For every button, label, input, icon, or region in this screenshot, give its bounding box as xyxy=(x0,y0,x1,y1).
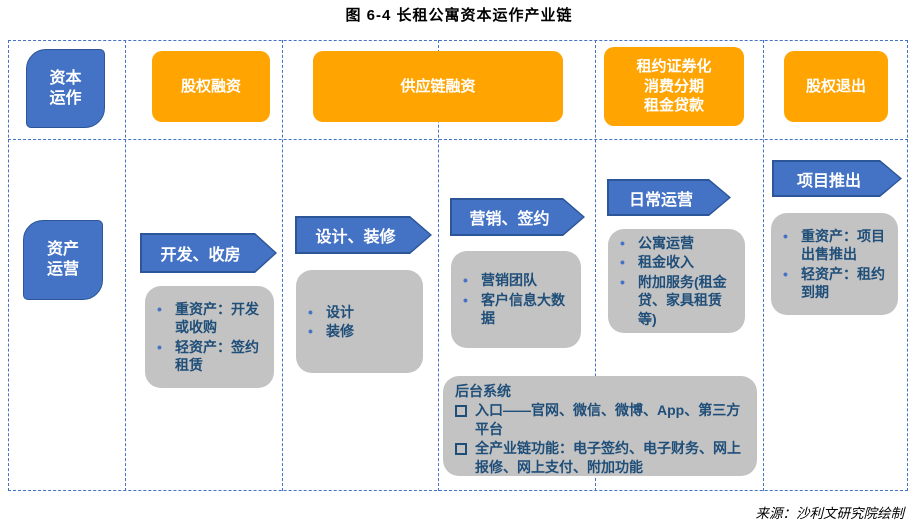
stage-arrow-label: 日常运营 xyxy=(609,181,729,214)
stage-arrow-design: 设计、装修 xyxy=(295,216,432,254)
capital-stage-equity-exit: 股权退出 xyxy=(784,51,888,122)
stage-arrow-marketing: 营销、签约 xyxy=(450,198,585,236)
stage-arrow-daily-operation: 日常运营 xyxy=(607,179,731,216)
backend-item: 全产业链功能：电子签约、电子财务、网上报修、网上支付、附加功能 xyxy=(453,439,749,476)
column-divider-1 xyxy=(125,40,126,491)
bullet-item: 轻资产：签约租赁 xyxy=(150,338,269,375)
stage-arrow-development: 开发、收房 xyxy=(140,233,277,273)
diagram-border xyxy=(8,40,908,491)
detail-box-project-exit: 重资产：项目出售推出 轻资产：租约到期 xyxy=(771,213,898,315)
bullet-item: 重资产：项目出售推出 xyxy=(776,227,893,264)
backend-item-list: 入口——官网、微信、微博、App、第三方平台 全产业链功能：电子签约、电子财务、… xyxy=(453,401,749,476)
figure-title: 图 6-4 长租公寓资本运作产业链 xyxy=(345,7,573,24)
detail-box-marketing: 营销团队 客户信息大数据 xyxy=(451,251,581,348)
stage-arrow-label: 设计、装修 xyxy=(297,218,430,252)
column-divider-5 xyxy=(763,40,764,491)
bullet-item: 重资产：开发或收购 xyxy=(150,300,269,337)
bullet-list: 营销团队 客户信息大数据 xyxy=(456,270,576,328)
column-divider-4 xyxy=(595,40,596,491)
capital-stage-securitization: 租约证券化 消费分期 租金贷款 xyxy=(604,47,744,126)
bullet-item: 租金收入 xyxy=(613,253,740,272)
backend-system-title: 后台系统 xyxy=(455,383,511,399)
bullet-item: 设计 xyxy=(301,303,418,322)
bullet-item: 客户信息大数据 xyxy=(456,291,576,328)
row-divider xyxy=(8,139,908,140)
backend-system-box: 后台系统 入口——官网、微信、微博、App、第三方平台 全产业链功能：电子签约、… xyxy=(443,376,757,476)
bullet-item: 轻资产：租约到期 xyxy=(776,265,893,302)
capital-stage-supply-chain-financing: 供应链融资 xyxy=(313,51,563,122)
bullet-item: 装修 xyxy=(301,322,418,341)
column-divider-2 xyxy=(282,40,283,491)
bullet-list: 公寓运营 租金收入 附加服务(租金贷、家具租赁等) xyxy=(613,233,740,329)
detail-box-development: 重资产：开发或收购 轻资产：签约租赁 xyxy=(145,286,274,388)
bullet-list: 重资产：开发或收购 轻资产：签约租赁 xyxy=(150,299,269,376)
backend-item: 入口——官网、微信、微博、App、第三方平台 xyxy=(453,401,749,438)
bullet-item: 附加服务(租金贷、家具租赁等) xyxy=(613,273,740,328)
bullet-item: 公寓运营 xyxy=(613,234,740,253)
bullet-list: 设计 装修 xyxy=(301,302,418,342)
stage-arrow-project-exit: 项目推出 xyxy=(772,160,902,197)
stage-arrow-label: 营销、签约 xyxy=(452,200,583,234)
bullet-item: 营销团队 xyxy=(456,271,576,290)
bullet-list: 重资产：项目出售推出 轻资产：租约到期 xyxy=(776,226,893,303)
capital-stage-equity-financing: 股权融资 xyxy=(152,51,270,122)
row-label-capital-operation: 资本 运作 xyxy=(26,49,105,128)
detail-box-daily-operation: 公寓运营 租金收入 附加服务(租金贷、家具租赁等) xyxy=(608,229,745,333)
row-label-asset-operation: 资产 运营 xyxy=(23,220,103,300)
source-note: 来源：沙利文研究院绘制 xyxy=(755,506,905,521)
detail-box-design: 设计 装修 xyxy=(296,270,423,373)
column-divider-3 xyxy=(438,40,439,491)
stage-arrow-label: 项目推出 xyxy=(774,162,900,195)
stage-arrow-label: 开发、收房 xyxy=(142,235,275,271)
